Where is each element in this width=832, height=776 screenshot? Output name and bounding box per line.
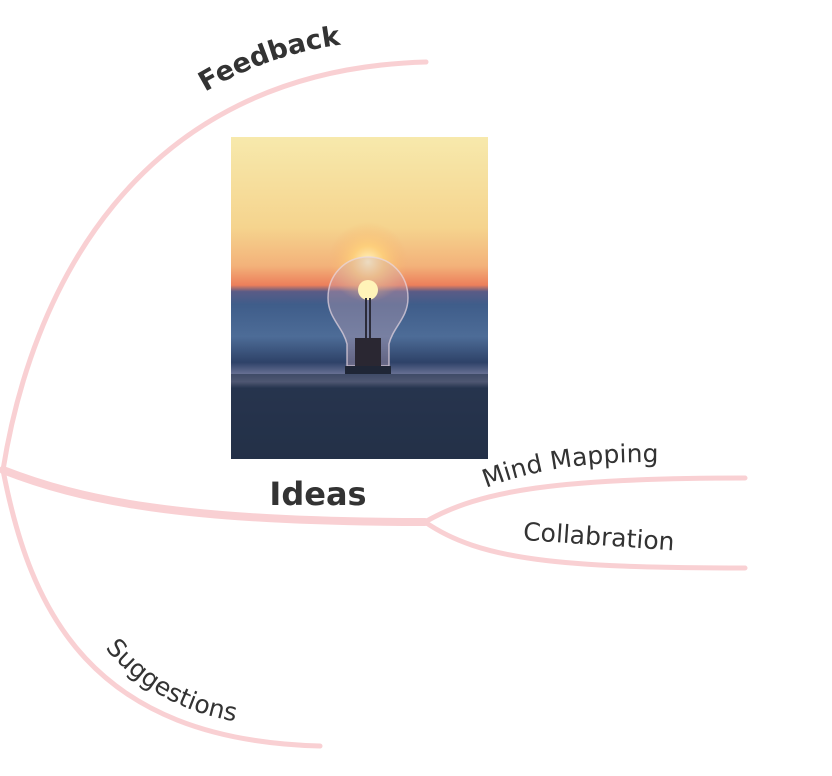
branch-lines xyxy=(0,59,748,749)
branch-label-feedback[interactable]: Feedback xyxy=(193,21,343,98)
branch-line-suggestions xyxy=(0,467,323,749)
branch-label-collabration[interactable]: Collabration xyxy=(522,517,675,556)
branch-line-ideas xyxy=(0,466,429,526)
branch-line-feedback xyxy=(0,59,429,473)
lightbulb-icon xyxy=(327,256,409,374)
branch-line-mind-mapping xyxy=(422,475,748,525)
branch-line-collabration xyxy=(422,519,748,571)
central-topic-image[interactable] xyxy=(231,137,488,459)
branch-label-suggestions[interactable]: Suggestions xyxy=(100,633,239,727)
central-topic-label[interactable]: Ideas xyxy=(269,475,366,513)
